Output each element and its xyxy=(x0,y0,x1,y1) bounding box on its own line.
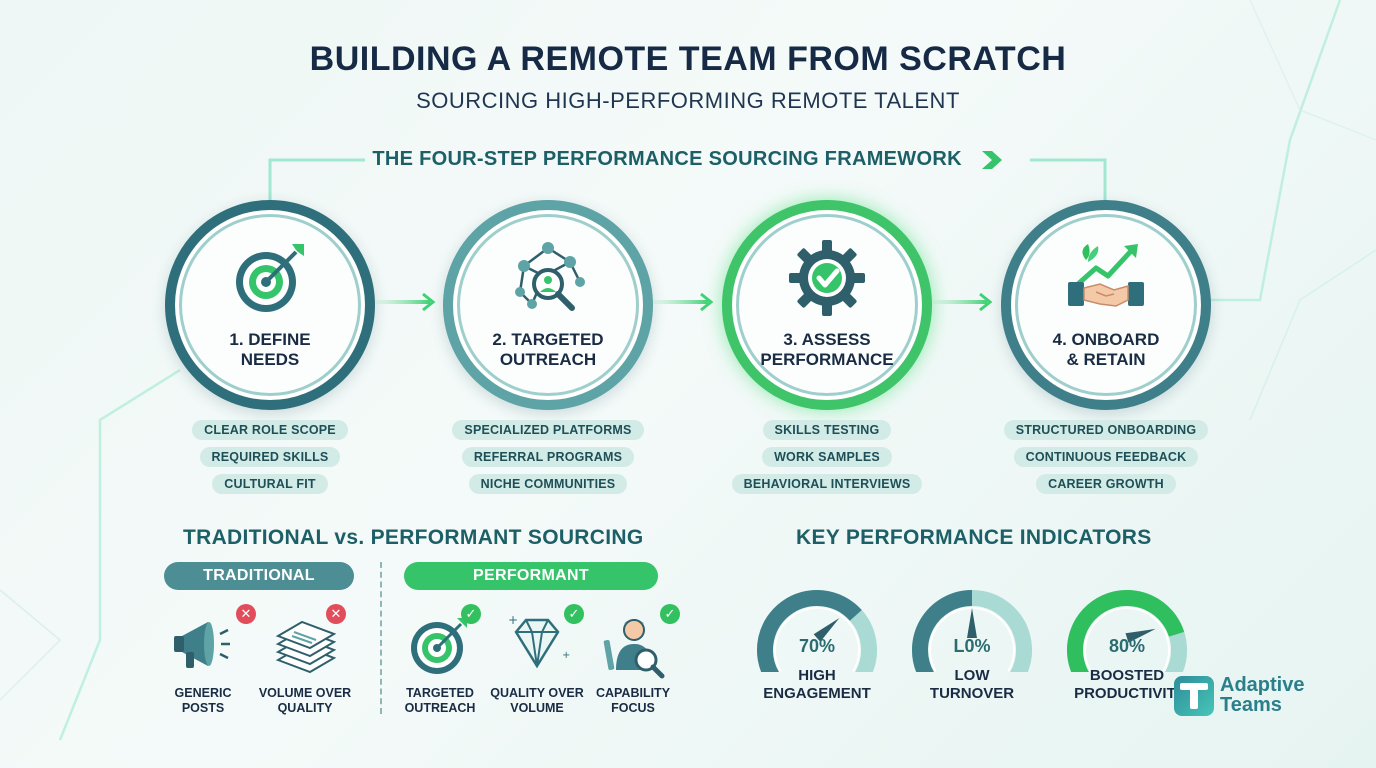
cross-icon: ✕ xyxy=(236,604,256,624)
tag-pill: CULTURAL FIT xyxy=(212,474,328,494)
tag-pill: SKILLS TESTING xyxy=(762,420,892,440)
kpi-value: 80% xyxy=(1108,636,1146,656)
kpi-label: HIGH ENGAGEMENT xyxy=(763,667,871,702)
gauge-inner-line xyxy=(774,607,860,672)
chevron-right-icon xyxy=(981,150,1002,169)
kpi-value: L0% xyxy=(953,636,991,656)
step-onboard-retain: 4. ONBOARD & RETAIN xyxy=(1001,200,1211,410)
gauge-needle xyxy=(813,618,840,642)
target-icon xyxy=(236,244,304,312)
step-tags-assess-performance: SKILLS TESTING WORK SAMPLES BEHAVIORAL I… xyxy=(707,420,947,494)
performant-header: PERFORMANT xyxy=(404,562,658,590)
gauge-inner-line xyxy=(1084,607,1170,672)
comparison-divider xyxy=(380,562,382,714)
gear-check-icon xyxy=(789,240,865,316)
traditional-generic-posts: ✕ GENERIC POSTS xyxy=(148,604,258,716)
target-icon xyxy=(411,618,467,674)
gauge-needle xyxy=(967,608,977,638)
kpi-label: LOW TURNOVER xyxy=(929,667,1015,702)
gauge-needle xyxy=(1125,628,1156,643)
cross-icon: ✕ xyxy=(326,604,346,624)
performant-quality-over-volume: + + ✓ QUALITY OVER VOLUME xyxy=(482,604,592,716)
flow-arrow-icon xyxy=(932,292,993,312)
step-tags-targeted-outreach: SPECIALIZED PLATFORMS REFERRAL PROGRAMS … xyxy=(428,420,668,494)
step-targeted-outreach: 2. TARGETED OUTREACH xyxy=(443,200,653,410)
kpi-value: 70% xyxy=(798,636,836,656)
megaphone-icon xyxy=(174,622,230,668)
kpi-gauge-engagement: 70% HIGH ENGAGEMENT xyxy=(752,582,882,703)
framework-title: THE FOUR-STEP PERFORMANCE SOURCING FRAME… xyxy=(0,148,1376,171)
kpi-gauge-turnover: L0% LOW TURNOVER xyxy=(907,582,1037,703)
step-label: 1. DEFINE NEEDS xyxy=(229,330,311,369)
comparison-item-label: VOLUME OVER QUALITY xyxy=(258,686,352,715)
comparison-title: TRADITIONAL vs. PERFORMANT SOURCING xyxy=(183,526,644,549)
tag-pill: BEHAVIORAL INTERVIEWS xyxy=(731,474,923,494)
adaptive-teams-logo: Adaptive Teams xyxy=(1174,672,1334,720)
kpi-title: KEY PERFORMANCE INDICATORS xyxy=(796,526,1152,549)
diamond-icon: + + xyxy=(508,613,570,669)
svg-text:+: + xyxy=(508,613,518,627)
kpi-gauge-productivity: 80% BOOSTED PRODUCTIVITI xyxy=(1062,582,1192,703)
flow-arrow-icon xyxy=(375,292,436,312)
check-icon: ✓ xyxy=(461,604,481,624)
check-icon: ✓ xyxy=(564,604,584,624)
step-assess-performance: 3. ASSESS PERFORMANCE xyxy=(722,200,932,410)
page-subtitle: SOURCING HIGH-PERFORMING REMOTE TALENT xyxy=(416,88,960,113)
comparison-item-label: CAPABILITY FOCUS xyxy=(595,686,671,715)
step-label: 3. ASSESS PERFORMANCE xyxy=(760,330,894,369)
person-tools-icon xyxy=(603,619,665,679)
step-define-needs: 1. DEFINE NEEDS xyxy=(165,200,375,410)
tag-pill: CLEAR ROLE SCOPE xyxy=(192,420,348,440)
comparison-item-label: GENERIC POSTS xyxy=(174,686,232,715)
gauge-fill xyxy=(757,590,862,672)
tag-pill: WORK SAMPLES xyxy=(762,447,892,467)
svg-text:+: + xyxy=(562,650,570,661)
traditional-header: TRADITIONAL xyxy=(164,562,354,590)
gauge-meter xyxy=(912,590,1032,672)
handshake-growth-icon xyxy=(1068,244,1144,307)
gauge-meter xyxy=(1067,590,1187,672)
tag-pill: REFERRAL PROGRAMS xyxy=(461,447,635,467)
network-search-icon xyxy=(515,242,585,311)
step-label: 4. ONBOARD & RETAIN xyxy=(1052,330,1160,369)
gauge-fill xyxy=(1067,590,1185,672)
tag-pill: STRUCTURED ONBOARDING xyxy=(1003,420,1209,440)
comparison-item-label: TARGETED OUTREACH xyxy=(404,686,476,715)
step-tags-define-needs: CLEAR ROLE SCOPE REQUIRED SKILLS CULTURA… xyxy=(150,420,390,494)
tag-pill: NICHE COMMUNITIES xyxy=(468,474,628,494)
gauge-meter xyxy=(757,590,877,672)
tag-pill: SPECIALIZED PLATFORMS xyxy=(452,420,644,440)
paper-stack-icon xyxy=(275,620,337,674)
tag-pill: CAREER GROWTH xyxy=(1036,474,1176,494)
tag-pill: CONTINUOUS FEEDBACK xyxy=(1013,447,1199,467)
comparison-item-label: QUALITY OVER VOLUME xyxy=(490,686,584,715)
step-tags-onboard-retain: STRUCTURED ONBOARDING CONTINUOUS FEEDBAC… xyxy=(986,420,1226,494)
gauge-fill xyxy=(912,590,973,672)
step-inner-ring xyxy=(457,214,639,396)
logo-text-line1: Adaptive xyxy=(1220,674,1305,696)
performant-capability-focus: ✓ CAPABILITY FOCUS xyxy=(578,604,688,716)
step-label: 2. TARGETED OUTREACH xyxy=(492,330,604,369)
logo-mark-icon xyxy=(1174,676,1214,716)
kpi-label: BOOSTED PRODUCTIVITI xyxy=(1074,667,1180,702)
framework-title-text: THE FOUR-STEP PERFORMANCE SOURCING FRAME… xyxy=(372,148,962,170)
traditional-volume-over-quality: ✕ VOLUME OVER QUALITY xyxy=(250,604,360,716)
performant-targeted-outreach: ✓ TARGETED OUTREACH xyxy=(385,604,495,716)
check-icon: ✓ xyxy=(660,604,680,624)
logo-text-line2: Teams xyxy=(1220,694,1282,716)
tag-pill: REQUIRED SKILLS xyxy=(199,447,341,467)
page-title: BUILDING A REMOTE TEAM FROM SCRATCH xyxy=(309,40,1067,78)
flow-arrow-icon xyxy=(653,292,714,312)
